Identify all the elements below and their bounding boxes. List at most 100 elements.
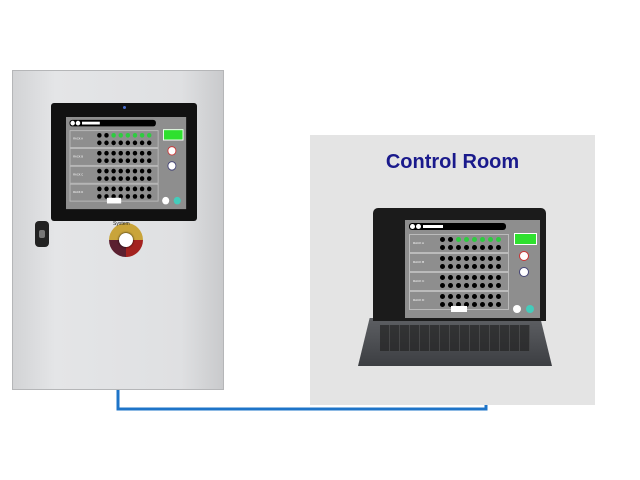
slot-indicator — [472, 275, 477, 280]
slot-indicator — [488, 264, 493, 269]
slot-indicator — [111, 194, 116, 199]
slot-indicator — [480, 264, 485, 269]
home-icon[interactable] — [70, 120, 75, 126]
slot-indicator — [464, 245, 469, 250]
back-button[interactable] — [162, 196, 170, 205]
slot-indicator — [480, 275, 485, 280]
slot-indicator — [456, 256, 461, 261]
slot-indicator — [480, 283, 485, 288]
slot-indicator — [480, 245, 485, 250]
control-room-title: Control Room — [385, 151, 520, 173]
home-icon[interactable] — [410, 224, 415, 229]
door-lock-icon[interactable] — [35, 221, 49, 247]
slot-indicator — [111, 168, 116, 174]
settings-button[interactable] — [519, 267, 529, 277]
progress-indicator — [423, 225, 443, 228]
status-bar — [409, 223, 506, 230]
slot-indicator — [125, 194, 131, 199]
slot-indicator — [480, 302, 485, 307]
rack-label: RACK B — [73, 154, 84, 159]
slot-indicator — [118, 176, 123, 181]
slot-indicator — [132, 140, 138, 146]
settings-button[interactable] — [167, 161, 177, 171]
slot-indicator — [139, 194, 145, 199]
slot-indicator — [139, 158, 145, 164]
slot-indicator — [139, 168, 145, 174]
slot-indicator — [448, 264, 453, 269]
rack-label: RACK C — [413, 279, 425, 283]
rack-panel[interactable]: RACK B — [409, 253, 509, 272]
slot-indicator — [118, 132, 123, 138]
slot-indicator — [132, 186, 138, 192]
slot-indicator — [132, 132, 138, 138]
rack-panel[interactable]: RACK C — [69, 165, 159, 184]
slot-indicator — [496, 283, 501, 288]
slot-indicator — [139, 186, 145, 192]
slot-indicator — [146, 140, 152, 146]
slot-indicator — [440, 275, 445, 280]
info-button[interactable] — [526, 305, 534, 313]
slot-indicator — [132, 194, 138, 199]
slot-indicator — [448, 237, 453, 242]
slot-indicator — [104, 186, 109, 192]
slot-indicator — [111, 186, 116, 192]
mute-alarm-button[interactable] — [167, 146, 177, 156]
slot-indicator — [496, 237, 501, 242]
info-button[interactable] — [173, 196, 181, 205]
back-button[interactable] — [513, 305, 521, 313]
slot-indicator — [139, 150, 145, 156]
slot-indicator — [456, 275, 461, 280]
slot-indicator — [464, 237, 469, 242]
slot-indicator — [464, 283, 469, 288]
slot-indicator — [125, 176, 131, 181]
slot-indicator — [440, 245, 445, 250]
start-button[interactable] — [163, 129, 184, 141]
start-button[interactable] — [514, 233, 537, 245]
slot-indicator — [125, 168, 131, 174]
system-rotary-switch[interactable]: System — [109, 221, 143, 257]
slot-indicator — [496, 294, 501, 299]
slot-indicator — [440, 283, 445, 288]
slot-indicator — [118, 150, 123, 156]
slot-indicator — [125, 150, 131, 156]
slot-indicator — [104, 150, 109, 156]
rack-label: RACK A — [73, 136, 83, 141]
slot-indicator — [146, 158, 152, 164]
slot-indicator — [146, 186, 152, 192]
slot-indicator — [146, 176, 152, 181]
slot-indicator — [472, 283, 477, 288]
menu-icon[interactable] — [75, 120, 81, 126]
rack-panel[interactable]: RACK A — [409, 234, 509, 253]
menu-icon[interactable] — [416, 224, 421, 229]
slot-indicator — [97, 158, 102, 164]
slot-indicator — [104, 168, 109, 174]
slot-indicator — [488, 256, 493, 261]
slot-indicator — [472, 237, 477, 242]
status-bar — [69, 119, 156, 127]
mute-alarm-button[interactable] — [519, 251, 529, 261]
rack-panel[interactable]: RACK C — [409, 272, 509, 291]
slot-indicator — [472, 245, 477, 250]
rack-panel[interactable]: RACK A — [69, 130, 159, 149]
progress-indicator — [82, 121, 100, 125]
slot-indicator — [472, 294, 477, 299]
slot-indicator — [480, 256, 485, 261]
slot-indicator — [97, 186, 102, 192]
slot-indicator — [104, 194, 109, 199]
slot-indicator — [146, 194, 152, 199]
slot-indicator — [118, 140, 123, 146]
slot-indicator — [146, 150, 152, 156]
slot-indicator — [132, 176, 138, 181]
slot-indicator — [111, 140, 116, 146]
rack-panel[interactable]: RACK B — [69, 148, 159, 166]
slot-indicator — [496, 302, 501, 307]
slot-indicator — [488, 283, 493, 288]
footer-field — [106, 197, 122, 204]
switch-label: System — [113, 221, 130, 227]
slot-indicator — [464, 256, 469, 261]
rack-label: RACK D — [413, 298, 425, 302]
